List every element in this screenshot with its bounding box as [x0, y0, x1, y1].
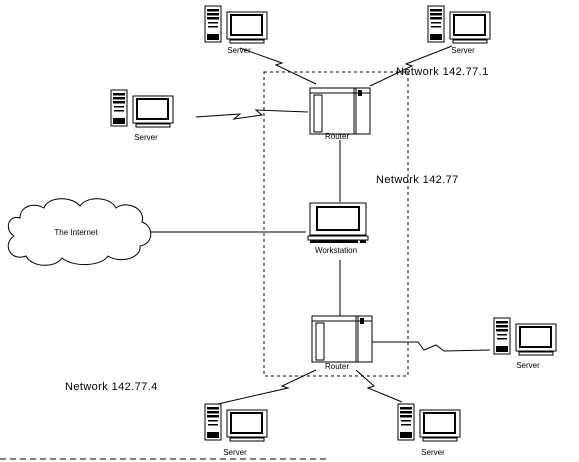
link-server-bottom-left [217, 369, 317, 405]
cloud-icon [7, 198, 152, 266]
server-icon [205, 404, 267, 441]
server-bottom-right: Server [398, 404, 460, 457]
server-top-right-label: Server [451, 46, 475, 55]
server-icon [205, 6, 267, 43]
link-server-top-left [239, 47, 317, 85]
internet-cloud: The Internet [7, 198, 152, 266]
server-icon [111, 90, 173, 127]
server-bottom-left: Server [205, 404, 267, 457]
internet-label: The Internet [54, 228, 98, 237]
server-icon [494, 318, 556, 355]
server-bottom-left-label: Server [223, 448, 247, 457]
network-label-lower: Network 142.77.4 [65, 381, 158, 393]
connections [146, 45, 491, 405]
workstation-label: Workstation [315, 246, 357, 255]
server-bottom-right-label: Server [421, 448, 445, 457]
router-bottom-label: Router [325, 362, 349, 371]
server-icon [428, 6, 490, 43]
link-server-right [372, 341, 491, 352]
server-icon [398, 404, 460, 441]
workstation-icon [307, 202, 369, 244]
router-top-label: Router [325, 132, 349, 141]
network-label-upper: Network 142.77.1 [396, 66, 489, 78]
link-server-bottom-right [355, 369, 403, 403]
network-label-middle: Network 142.77 [376, 174, 459, 186]
router-icon [309, 87, 371, 135]
link-server-top-right [369, 45, 453, 87]
server-mid-left: Server [111, 90, 173, 142]
server-top-left: Server [205, 6, 267, 55]
network-boundary [263, 71, 409, 377]
server-right: Server [494, 318, 556, 370]
server-right-label: Server [516, 361, 540, 370]
router-icon [311, 315, 373, 363]
router-top: Router [309, 87, 371, 141]
link-server-mid-left [195, 109, 309, 120]
server-top-left-label: Server [227, 46, 251, 55]
workstation: Workstation [307, 202, 369, 255]
server-top-right: Server [428, 6, 490, 55]
server-mid-left-label: Server [134, 133, 158, 142]
router-bottom: Router [311, 315, 373, 371]
